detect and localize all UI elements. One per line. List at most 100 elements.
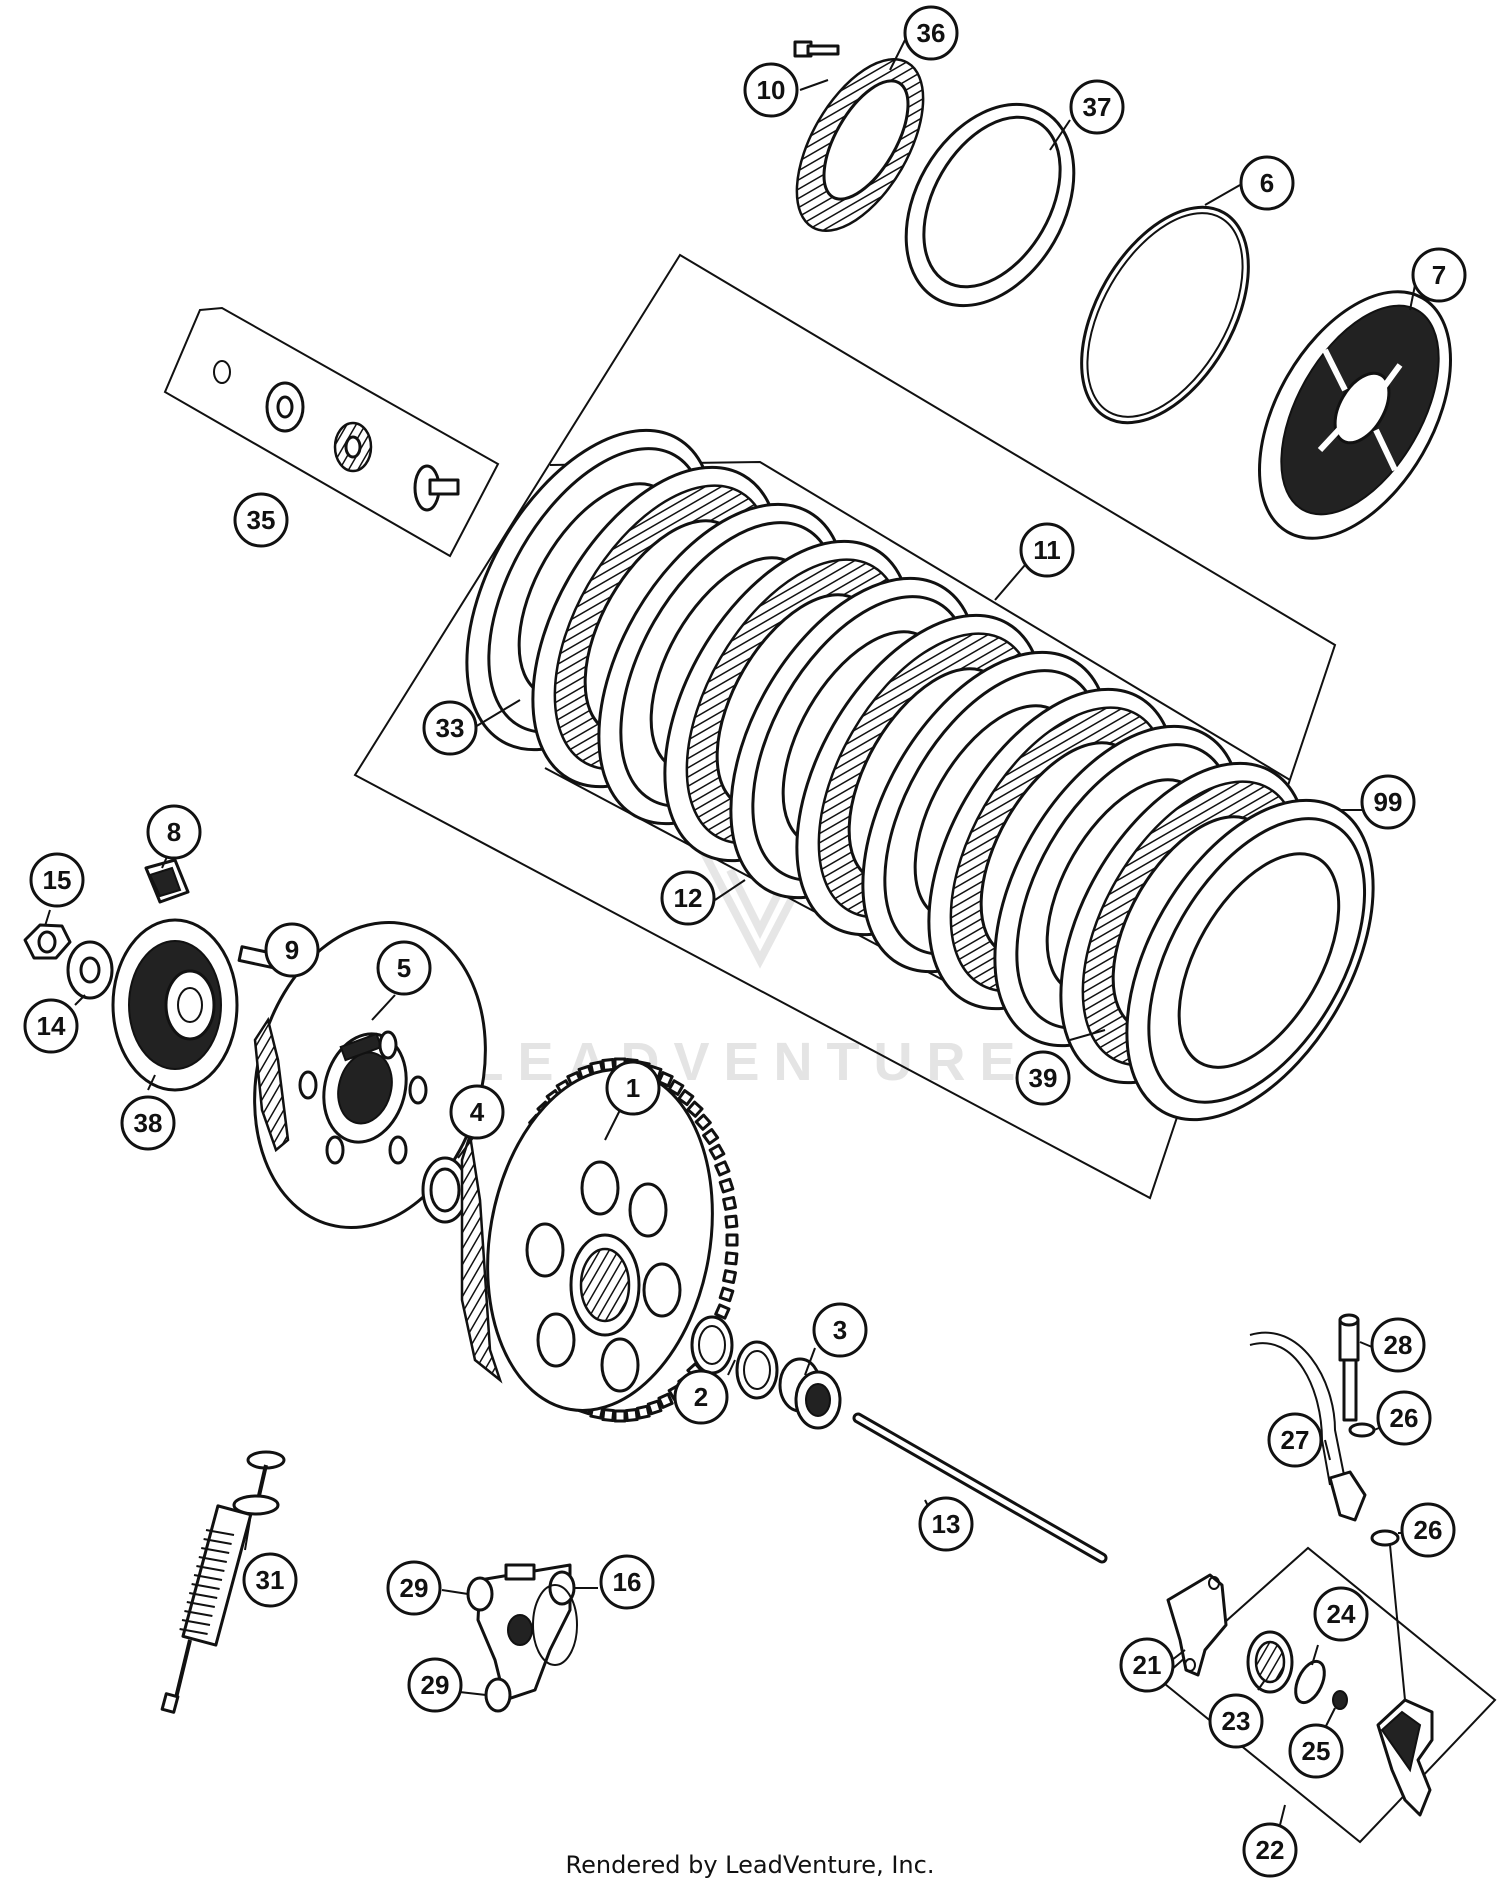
svg-text:28: 28 — [1384, 1330, 1413, 1360]
callout-26-lower: 26 — [1400, 1502, 1456, 1558]
clutch-basket-1 — [460, 1057, 739, 1423]
callout-6: 6 — [1239, 155, 1295, 211]
svg-text:36: 36 — [917, 18, 946, 48]
svg-text:10: 10 — [757, 75, 786, 105]
callout-9: 9 — [264, 922, 320, 978]
nut-15 — [23, 923, 72, 960]
svg-text:31: 31 — [256, 1565, 285, 1595]
svg-text:39: 39 — [1029, 1063, 1058, 1093]
inner-hub-38 — [111, 918, 239, 1092]
svg-text:37: 37 — [1083, 92, 1112, 122]
callout-99: 99 — [1360, 774, 1416, 830]
o-ring-24 — [1294, 1659, 1326, 1705]
callout-24: 24 — [1313, 1586, 1369, 1642]
bolt-10 — [793, 40, 840, 58]
svg-text:33: 33 — [436, 713, 465, 743]
callout-39: 39 — [1015, 1050, 1071, 1106]
callout-31: 31 — [242, 1552, 298, 1608]
callout-23: 23 — [1208, 1693, 1264, 1749]
callout-5: 5 — [376, 940, 432, 996]
push-rod-13 — [852, 1412, 1108, 1564]
hose-to-cylinder-line — [1389, 1544, 1406, 1701]
svg-text:29: 29 — [400, 1573, 429, 1603]
gasket-21 — [1166, 1573, 1228, 1677]
svg-text:26: 26 — [1390, 1403, 1419, 1433]
callout-37: 37 — [1069, 79, 1125, 135]
clutch-hose-27 — [1249, 1331, 1367, 1522]
snap-ring-6 — [1080, 205, 1250, 425]
callout-22: 22 — [1242, 1822, 1298, 1878]
kit-frame-22 — [1158, 1546, 1497, 1844]
svg-text:11: 11 — [1033, 535, 1061, 565]
pressure-cap-7 — [1258, 290, 1452, 540]
svg-text:38: 38 — [134, 1108, 163, 1138]
callout-28: 28 — [1370, 1317, 1426, 1373]
callout-14: 14 — [23, 998, 79, 1054]
callout-4: 4 — [449, 1084, 505, 1140]
svg-text:24: 24 — [1327, 1599, 1356, 1629]
seal-ring-26-upper — [1348, 1422, 1376, 1438]
svg-text:16: 16 — [613, 1567, 642, 1597]
kit-frame-35 — [163, 306, 500, 558]
svg-text:5: 5 — [397, 953, 411, 983]
watermark-text: LEADVENTURE — [470, 1032, 1029, 1092]
callout-3: 3 — [812, 1302, 868, 1358]
svg-text:13: 13 — [932, 1509, 961, 1539]
callout-29-lower: 29 — [407, 1657, 463, 1713]
svg-text:22: 22 — [1256, 1835, 1285, 1865]
callout-33: 33 — [422, 700, 478, 756]
slave-cylinder-22 — [1376, 1698, 1434, 1817]
callout-15: 15 — [29, 852, 85, 908]
svg-text:4: 4 — [470, 1097, 485, 1127]
svg-text:29: 29 — [421, 1670, 450, 1700]
lubricant-syringe-31 — [160, 1450, 286, 1714]
svg-text:1: 1 — [626, 1073, 640, 1103]
pin-35 — [413, 464, 460, 512]
svg-text:3: 3 — [833, 1315, 847, 1345]
svg-text:35: 35 — [247, 505, 276, 535]
svg-text:25: 25 — [1302, 1736, 1331, 1766]
piston-23 — [1246, 1630, 1294, 1694]
clutch-plate-stack — [465, 428, 1375, 1122]
callout-38: 38 — [120, 1095, 176, 1151]
damper-8 — [144, 858, 190, 904]
svg-text:23: 23 — [1222, 1706, 1251, 1736]
callout-10: 10 — [743, 62, 799, 118]
callout-2: 2 — [673, 1369, 729, 1425]
svg-text:26: 26 — [1414, 1515, 1443, 1545]
callout-35: 35 — [233, 492, 289, 548]
callout-13: 13 — [918, 1496, 974, 1552]
spacer-3 — [778, 1357, 842, 1430]
svg-text:12: 12 — [674, 883, 703, 913]
clutch-cover-16 — [466, 1563, 578, 1713]
callout-25: 25 — [1288, 1723, 1344, 1779]
circlip-35 — [213, 360, 231, 384]
needle-bearing-2 — [690, 1315, 779, 1400]
callout-8: 8 — [146, 804, 202, 860]
washer-35 — [265, 381, 305, 433]
callout-21: 21 — [1119, 1637, 1175, 1693]
callout-26-upper: 26 — [1376, 1390, 1432, 1446]
callout-12: 12 — [660, 870, 716, 926]
steel-plate-39 — [1125, 798, 1375, 1122]
footer-credit: Rendered by LeadVenture, Inc. — [566, 1851, 935, 1879]
pressure-plate-ring-36 — [795, 58, 925, 232]
banjo-bolt-28 — [1338, 1313, 1360, 1422]
svg-text:2: 2 — [694, 1382, 708, 1412]
bearing-35 — [333, 421, 373, 473]
svg-text:14: 14 — [37, 1011, 66, 1041]
callout-7: 7 — [1411, 247, 1467, 303]
callout-29-upper: 29 — [386, 1560, 442, 1616]
svg-text:27: 27 — [1281, 1425, 1310, 1455]
svg-text:8: 8 — [167, 817, 181, 847]
svg-text:21: 21 — [1133, 1650, 1162, 1680]
thrust-washer-4 — [421, 1156, 469, 1224]
callout-16: 16 — [599, 1554, 655, 1610]
callout-27: 27 — [1267, 1412, 1323, 1468]
lock-washer-14 — [66, 940, 114, 1000]
svg-text:99: 99 — [1374, 787, 1403, 817]
svg-text:9: 9 — [285, 935, 299, 965]
clutch-hub-5 — [253, 921, 487, 1229]
svg-text:15: 15 — [43, 865, 72, 895]
spring-washer-37 — [904, 102, 1076, 308]
